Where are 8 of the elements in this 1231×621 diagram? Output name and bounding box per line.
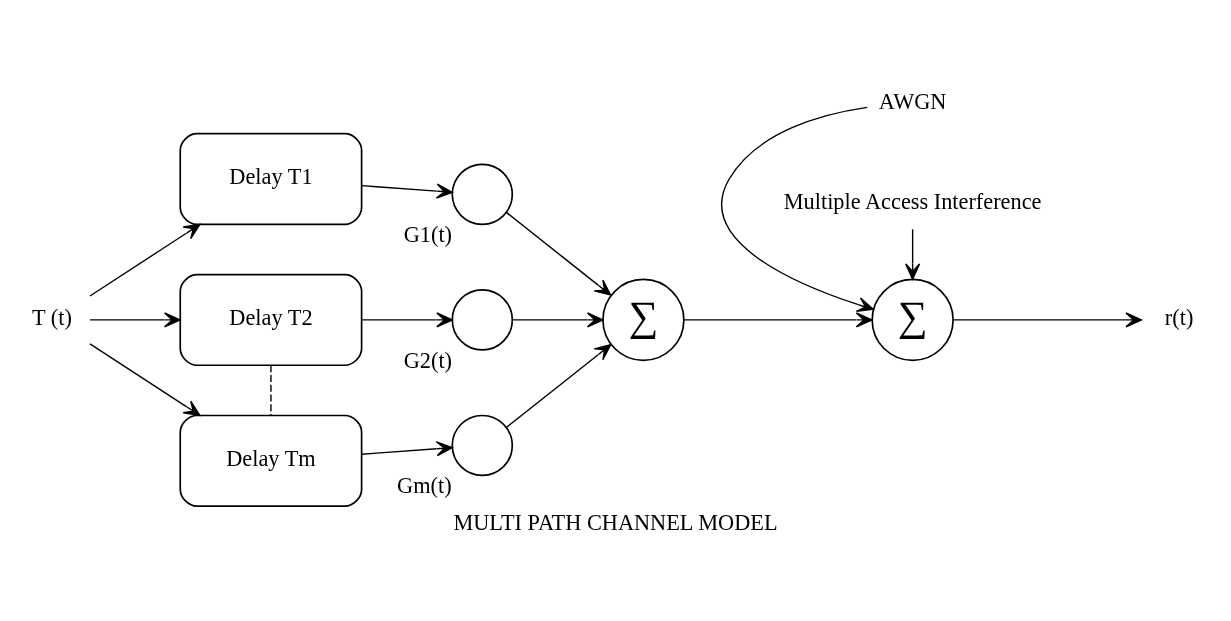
node-label: G1(t) — [403, 222, 453, 248]
node-label: Gm(t) — [397, 473, 452, 499]
caption: MULTI PATH CHANNEL MODEL — [453, 509, 778, 535]
node-text: r(t) — [1164, 305, 1194, 331]
node-text: AWGN — [878, 88, 947, 114]
node-label: G2(t) — [403, 347, 453, 373]
node-text: T (t) — [31, 305, 72, 331]
node-text: Multiple Access Interference — [783, 189, 1042, 215]
